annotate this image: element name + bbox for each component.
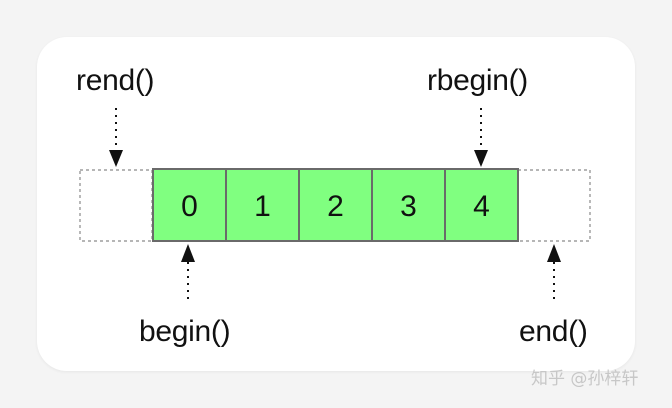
begin-label: begin() [139,315,231,348]
array-cell-2 [298,168,373,242]
end-placeholder-slot [517,169,591,242]
array-cell-3 [371,168,446,242]
array-cell-value-3: 3 [400,190,417,223]
array-cell-1 [225,168,300,242]
watermark-text: 知乎 @孙梓轩 [531,369,639,389]
array-cell-value-1: 1 [254,190,271,223]
array-cell-4 [444,168,519,242]
end-label: end() [519,315,588,348]
array-cells: 0 1 2 3 4 [152,168,519,242]
end-arrowhead-up [547,244,561,262]
rend-label: rend() [76,64,155,97]
rbegin-label: rbegin() [427,64,528,97]
rbegin-arrowhead-down [474,150,488,167]
array-cell-value-2: 2 [327,190,344,223]
rend-placeholder-slot [79,169,153,242]
begin-arrowhead-up [181,244,195,262]
array-cell-0 [152,168,227,242]
array-cell-value-0: 0 [181,190,198,223]
rend-arrowhead-down [109,150,123,167]
array-cell-value-4: 4 [473,190,490,223]
